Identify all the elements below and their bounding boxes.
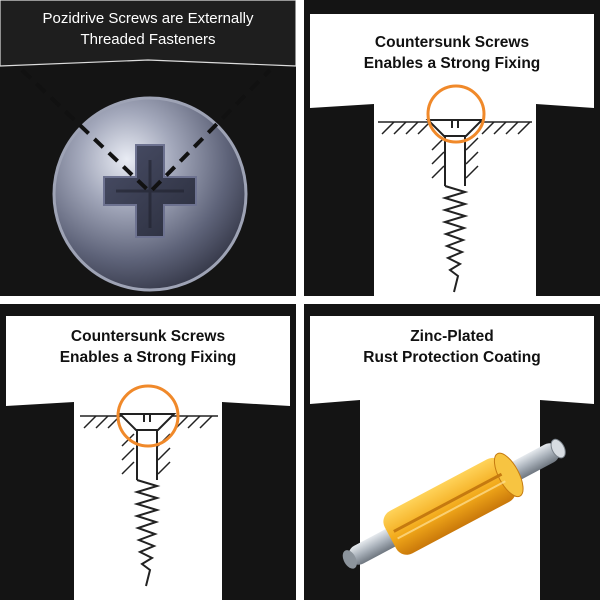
countersunk-screw-diagram-icon	[310, 14, 594, 296]
banner-line-2: Rust Protection Coating	[363, 349, 541, 366]
banner-line-2: Threaded Fasteners	[80, 31, 216, 48]
panel-countersunk-bottom: Countersunk Screws Enables a Strong Fixi…	[0, 304, 296, 600]
banner-title: Pozidrive Screws are Externally Threaded…	[0, 8, 296, 50]
panel-countersunk-top: Countersunk Screws Enables a Strong Fixi…	[304, 0, 600, 296]
pozidrive-screw-head-icon	[0, 0, 296, 292]
banner-line-2: Enables a Strong Fixing	[59, 349, 237, 366]
countersunk-screw-diagram-icon	[6, 316, 290, 600]
banner-line-1: Countersunk Screws	[374, 34, 530, 51]
panel-pozidrive: Pozidrive Screws are Externally Threaded…	[0, 0, 296, 296]
banner-line-1: Zinc-Plated	[410, 328, 494, 345]
banner-title: Zinc-Plated Rust Protection Coating	[304, 326, 600, 368]
zinc-plated-tube-icon	[310, 316, 594, 600]
banner-line-2: Enables a Strong Fixing	[363, 55, 541, 72]
banner-title: Countersunk Screws Enables a Strong Fixi…	[0, 326, 296, 368]
banner-title: Countersunk Screws Enables a Strong Fixi…	[304, 32, 600, 74]
banner-line-1: Countersunk Screws	[70, 328, 226, 345]
banner-line-1: Pozidrive Screws are Externally	[42, 10, 254, 27]
panel-zinc-plated: Zinc-Plated Rust Protection Coating	[304, 304, 600, 600]
